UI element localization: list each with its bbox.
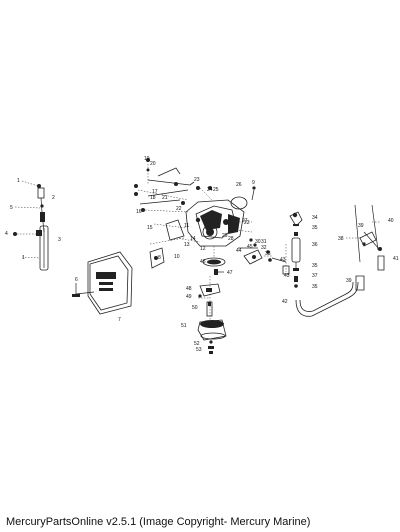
part-label: 8: [158, 255, 161, 261]
part-label: 50: [192, 305, 198, 311]
part-label: 16: [136, 209, 142, 215]
part-label: 24: [207, 187, 213, 193]
part-label: 43: [280, 257, 286, 263]
carburetor-body: [134, 158, 272, 275]
part-label: 36: [312, 242, 318, 248]
part-label: 51: [181, 323, 187, 329]
part-label: 17: [152, 189, 158, 195]
part-label: 47: [227, 270, 233, 276]
part-label: 3: [58, 237, 61, 243]
part-label: 4: [5, 231, 8, 237]
part-label: 1: [22, 255, 25, 261]
part-label: 26: [236, 182, 242, 188]
part-label: 46: [200, 259, 206, 265]
part-label: 31: [261, 239, 267, 245]
part-label: 25: [213, 187, 219, 193]
part-label: 45: [247, 244, 253, 250]
left-rod-assembly: [13, 180, 49, 271]
part-label: 22: [244, 220, 250, 226]
part-label: 34: [312, 215, 318, 221]
fuel-fitting-assembly: [271, 211, 365, 317]
part-label: 19: [144, 156, 150, 162]
part-label: 28: [228, 236, 234, 242]
part-label: 9: [252, 180, 255, 186]
part-label: 43: [284, 273, 290, 279]
part-label: 20: [150, 161, 156, 167]
part-label: 44: [236, 248, 242, 254]
part-label: 32: [261, 245, 267, 251]
part-label: 1: [17, 178, 20, 184]
part-label: 39: [358, 223, 364, 229]
right-rod-assembly: [346, 204, 385, 271]
part-label: 10: [174, 254, 180, 260]
part-label: 42: [282, 299, 288, 305]
part-label: 23: [194, 177, 200, 183]
part-label: 18: [150, 195, 156, 201]
part-label: 6: [75, 277, 78, 283]
copyright-caption: MercuryPartsOnline v2.5.1 (Image Copyrig…: [6, 516, 311, 528]
part-label: 38: [338, 236, 344, 242]
part-label: 2: [52, 195, 55, 201]
part-label: 35: [312, 225, 318, 231]
part-label: 52: [194, 341, 200, 347]
part-label: 40: [388, 218, 394, 224]
part-label: 12: [200, 246, 206, 252]
part-label: 5: [10, 205, 13, 211]
air-box-assembly: [72, 251, 133, 315]
part-label: 37: [312, 273, 318, 279]
part-label: 21: [162, 195, 168, 201]
part-label: 41: [393, 256, 399, 262]
part-label: 13: [184, 242, 190, 248]
part-label: 14: [190, 236, 196, 242]
part-label: 53: [196, 347, 202, 353]
part-labels: 1 2 3 4 5 6 7 1 8 9 10 11 12 13 14 15 16…: [5, 156, 399, 353]
part-label: 27: [242, 218, 248, 224]
part-label: 35: [312, 263, 318, 269]
part-label: 29: [222, 233, 228, 239]
part-label: 48: [186, 286, 192, 292]
part-label: 33: [265, 251, 271, 257]
part-label: 30: [255, 239, 261, 245]
part-label: 22: [176, 206, 182, 212]
part-label: 35: [312, 284, 318, 290]
part-label: 7: [118, 317, 121, 323]
part-label: 11: [184, 223, 189, 229]
float-bowl-assembly: [197, 276, 227, 354]
part-label: 39: [346, 278, 352, 284]
part-label: 15: [147, 225, 153, 231]
part-label: 49: [186, 294, 192, 300]
